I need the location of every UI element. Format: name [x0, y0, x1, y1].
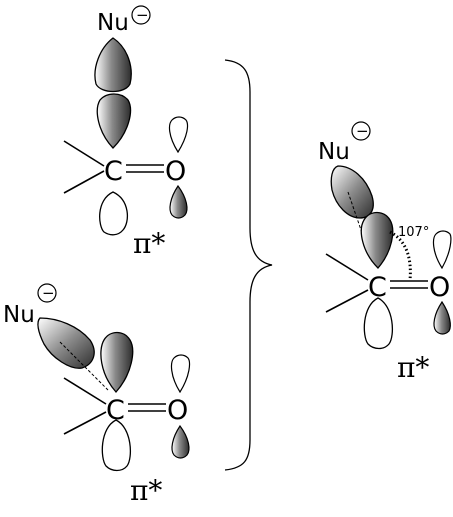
top-substituent-bond-lower — [63, 170, 105, 194]
top-orbital-label: π* — [133, 227, 165, 260]
bottom-carbon-label: C — [106, 395, 125, 426]
top-carbon-upper-lobe — [96, 93, 132, 149]
right-substituent-bond-lower — [325, 289, 369, 313]
top-charge-label: − — [136, 6, 149, 24]
bottom-panel: Nu − C O π* — [3, 283, 191, 507]
bottom-charge-circle — [37, 283, 57, 303]
bottom-carbon-upper-lobe — [100, 331, 134, 393]
top-panel: Nu − C O π* — [63, 5, 189, 260]
top-charge-circle — [131, 5, 151, 25]
bottom-nu-orbital-lobe — [37, 317, 95, 369]
bottom-approach-trajectory — [59, 341, 109, 391]
right-nucleophile-label: Nu — [318, 139, 350, 165]
top-oxygen-label: O — [165, 156, 186, 187]
bottom-nucleophile-label: Nu — [3, 302, 35, 328]
top-oxygen-lower-lobe — [169, 184, 188, 219]
right-substituent-bond-upper — [325, 253, 369, 281]
right-carbon-upper-lobe — [360, 211, 394, 269]
right-panel: Nu − 107° C O π* — [318, 121, 452, 384]
bottom-oxygen-lower-lobe — [171, 424, 190, 459]
top-nucleophile-label: Nu — [97, 10, 129, 36]
top-oxygen-upper-lobe — [168, 116, 189, 154]
right-carbon-lower-lobe — [363, 297, 394, 350]
right-charge-label: − — [356, 122, 369, 140]
bottom-carbon-lower-lobe — [101, 419, 132, 472]
right-nu-orbital-lobe — [330, 165, 374, 219]
top-nu-orbital-lobe — [94, 37, 132, 93]
right-charge-circle — [351, 121, 371, 141]
grouping-brace — [224, 59, 273, 471]
right-oxygen-upper-lobe — [432, 230, 452, 270]
right-carbon-label: C — [368, 272, 387, 303]
bottom-orbital-label: π* — [130, 474, 162, 507]
bottom-substituent-bond-upper — [63, 377, 107, 405]
attack-angle-label: 107° — [398, 225, 429, 240]
top-substituent-bond-upper — [63, 140, 105, 167]
bottom-oxygen-upper-lobe — [170, 354, 191, 394]
right-oxygen-lower-lobe — [433, 300, 451, 335]
top-carbon-label: C — [104, 156, 123, 187]
right-oxygen-label: O — [429, 272, 450, 303]
top-carbon-lower-lobe — [99, 191, 129, 236]
right-orbital-label: π* — [397, 351, 429, 384]
bottom-oxygen-label: O — [167, 395, 188, 426]
attack-angle-arc — [389, 230, 412, 281]
bottom-charge-label: − — [42, 284, 55, 302]
bottom-substituent-bond-lower — [63, 411, 107, 435]
